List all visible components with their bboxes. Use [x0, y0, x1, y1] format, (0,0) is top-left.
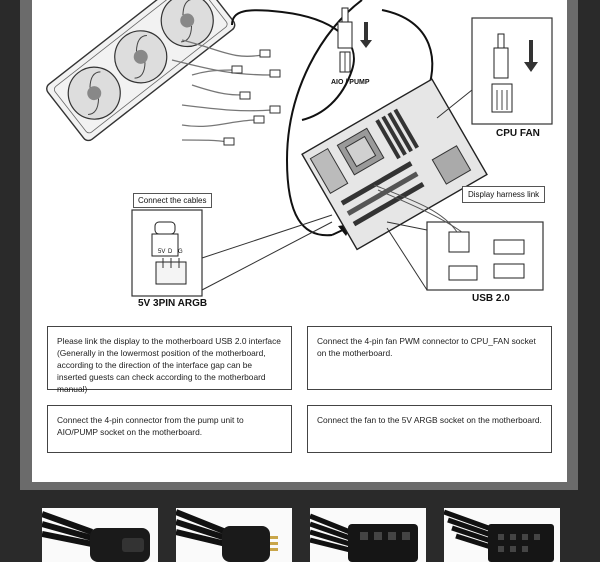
- radiator-icon: [46, 0, 236, 142]
- photo-argb-female: [42, 508, 158, 562]
- usb-9pin-connector-icon: [444, 509, 554, 562]
- connect-cables-label: Connect the cables: [133, 193, 212, 208]
- motherboard-icon: [301, 78, 488, 251]
- photo-usb-9pin: [444, 508, 560, 562]
- argb-pin-d-label: D: [168, 249, 173, 255]
- argb-3pin-female-connector-icon: [42, 511, 150, 562]
- instruction-pump: Connect the 4-pin connector from the pum…: [47, 405, 292, 453]
- usb-header-icon: [448, 231, 525, 281]
- fan-4pin-connector-icon: [310, 513, 418, 562]
- usb-callout: [426, 221, 544, 291]
- cpu-fan-arrow-icon: [524, 40, 538, 72]
- argb-pin-5v-label: 5V: [158, 249, 166, 255]
- fan-harness-loop: [231, 9, 355, 121]
- argb-route-loop: [285, 0, 363, 237]
- pump-connector-icon: [337, 7, 353, 73]
- argb-3pin-male-connector-icon: [176, 509, 278, 562]
- photo-fan-4pin: [310, 508, 426, 562]
- instruction-argb: Connect the fan to the 5V ARGB socket on…: [307, 405, 552, 453]
- argb-connector-icon: [151, 221, 187, 285]
- instruction-cpu-fan: Connect the 4-pin fan PWM connector to C…: [307, 326, 552, 390]
- instruction-sheet: AIO / PUMP CPU FAN Connect the cables Di…: [32, 0, 567, 482]
- instruction-usb: Please link the display to the motherboa…: [47, 326, 292, 394]
- pump-arrow-icon: [360, 22, 372, 48]
- argb-label: 5V 3PIN ARGB: [138, 298, 208, 309]
- cpu-fan-connector-icon: [491, 33, 513, 113]
- usb-label: USB 2.0: [472, 293, 510, 304]
- fan-cables: [171, 39, 273, 143]
- aio-pump-label: AIO / PUMP: [331, 79, 370, 86]
- cpu-fan-label: CPU FAN: [496, 128, 540, 139]
- photo-argb-male: [176, 508, 292, 562]
- argb-pin-g-label: G: [178, 249, 183, 255]
- wiring-diagram: [46, 0, 553, 297]
- display-harness-label: Display harness link: [462, 186, 546, 203]
